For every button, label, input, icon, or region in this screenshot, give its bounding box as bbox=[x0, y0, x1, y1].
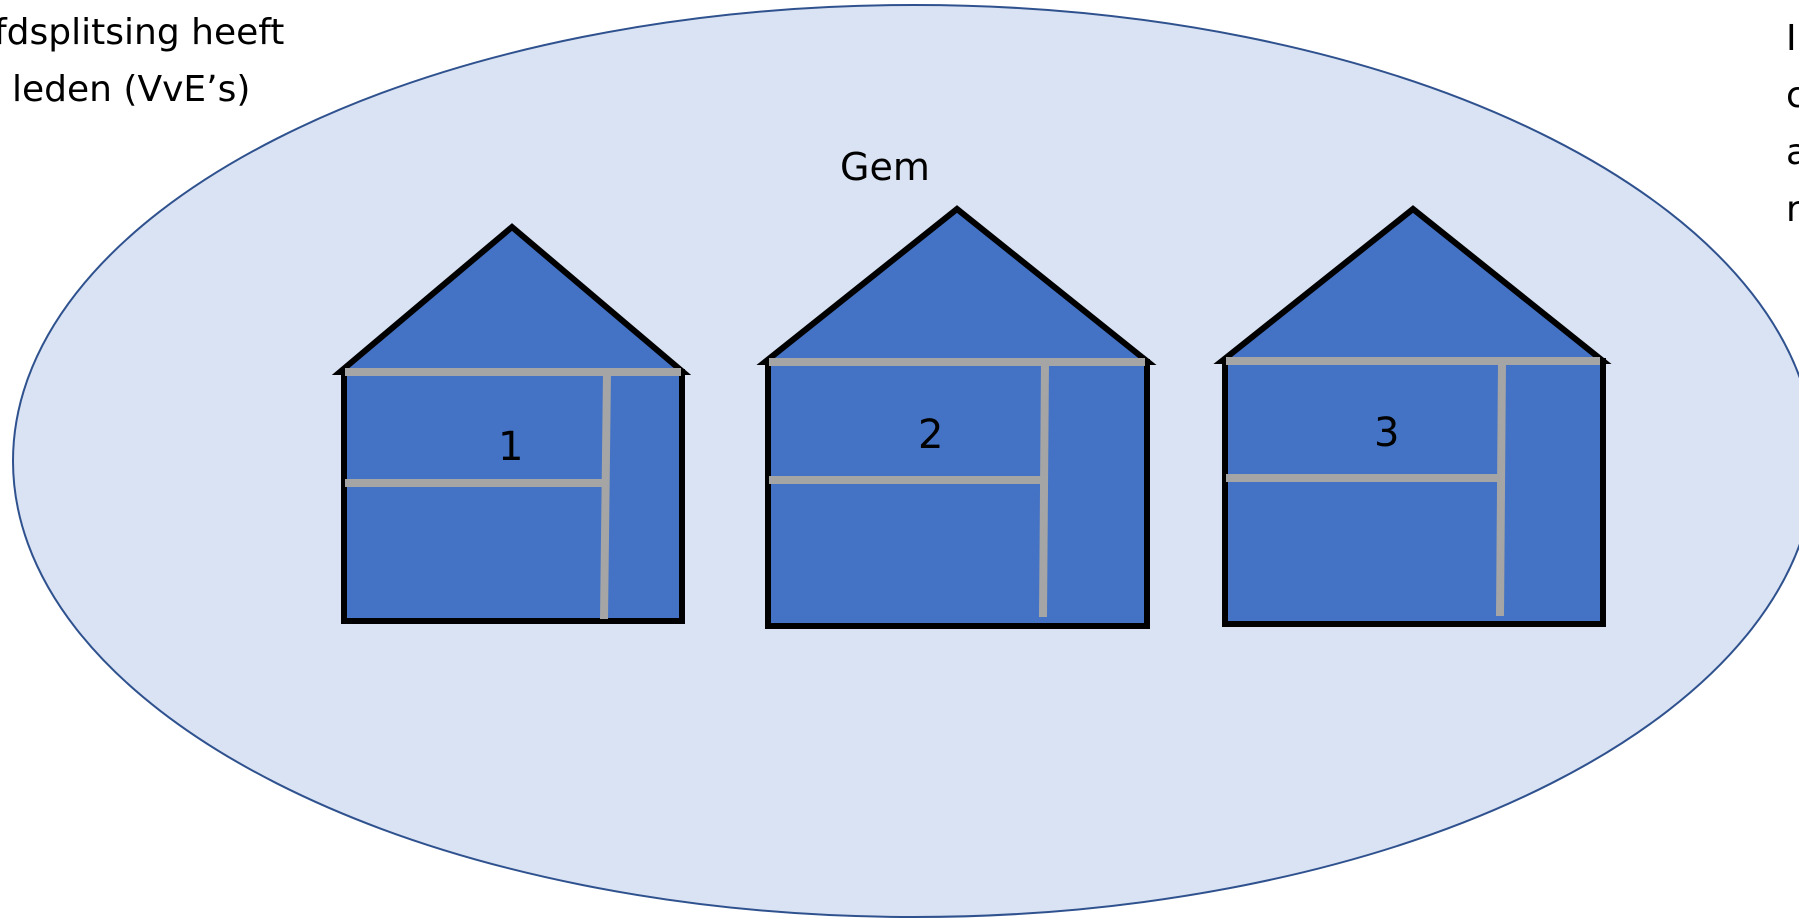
house-3-number: 3 bbox=[1374, 410, 1399, 456]
house-1-number: 1 bbox=[498, 424, 523, 470]
house-2-body bbox=[765, 359, 1150, 629]
right-caption-line-3: a bbox=[1786, 132, 1799, 173]
house-3: 3 bbox=[1213, 205, 1612, 627]
center-label: Gem bbox=[840, 145, 930, 189]
house-1-body bbox=[341, 369, 685, 624]
house-2: 2 bbox=[756, 205, 1157, 629]
left-caption-line-1: fdsplitsing heeft bbox=[0, 12, 284, 53]
right-caption-line-1: I bbox=[1786, 18, 1797, 59]
right-caption-line-2: c bbox=[1786, 75, 1799, 116]
house-1-wall-divider bbox=[600, 371, 611, 620]
house-2-wall-divider bbox=[1039, 361, 1049, 618]
right-caption-line-4: r bbox=[1786, 189, 1799, 230]
house-2-number: 2 bbox=[918, 412, 943, 458]
house-1: 1 bbox=[331, 223, 692, 624]
house-3-body bbox=[1222, 358, 1606, 627]
left-caption-line-2: leden (VvE’s) bbox=[12, 69, 250, 110]
house-3-wall-divider bbox=[1496, 360, 1506, 617]
